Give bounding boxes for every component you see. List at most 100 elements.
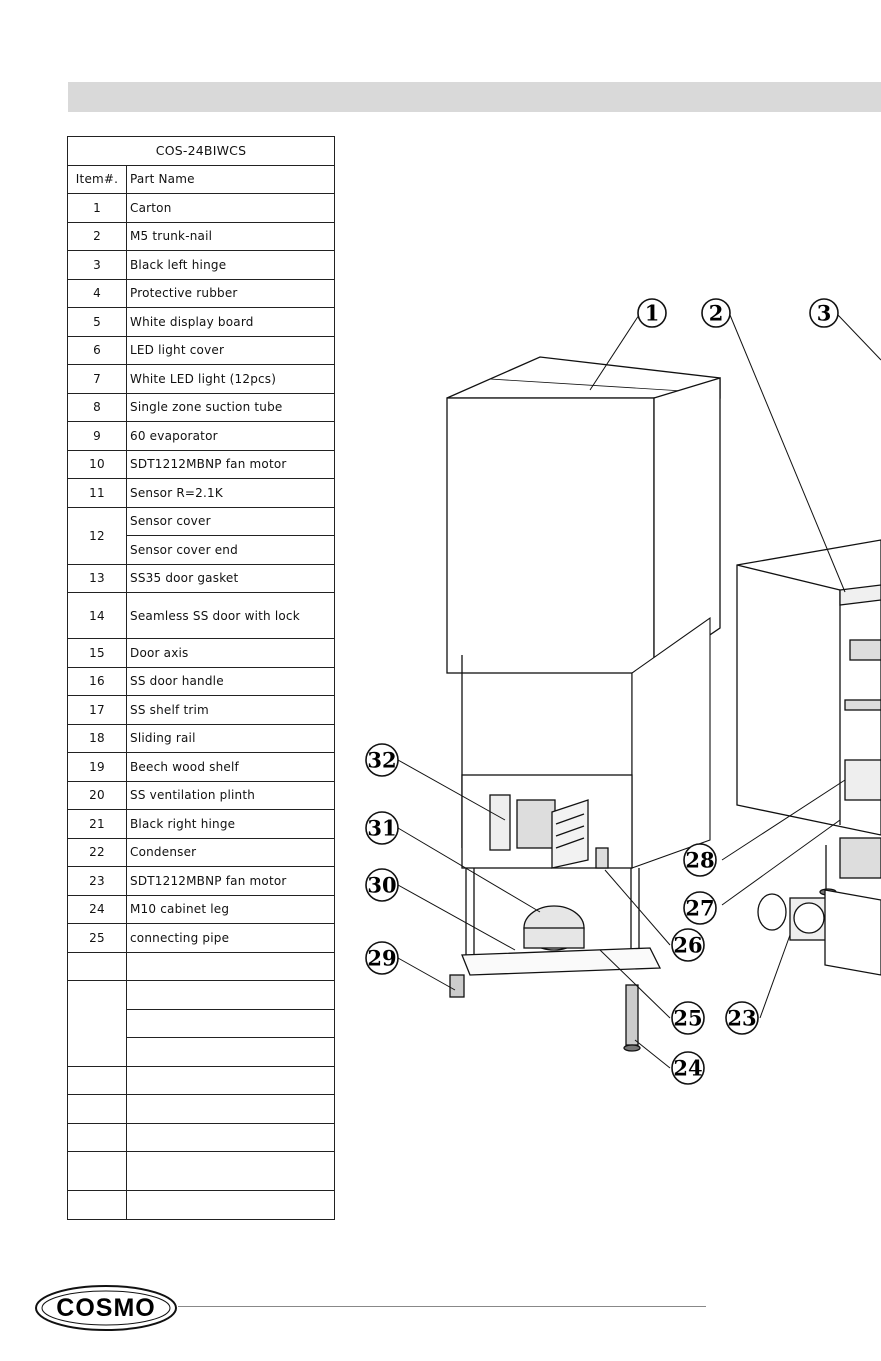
item-number: 22 (67, 837, 127, 867)
part-name: Door axis (126, 638, 335, 668)
cosmo-logo: COSMO (35, 1285, 177, 1331)
part-name: Condenser (126, 837, 335, 867)
item-number: 6 (67, 335, 127, 365)
callout-24: 24 (671, 1051, 705, 1085)
callout-1: 1 (637, 298, 667, 328)
table-row-empty (67, 1190, 335, 1220)
part-name: White display board (126, 307, 335, 337)
table-row-empty (67, 1065, 335, 1095)
callout-label: 1 (645, 301, 660, 326)
table-row-empty (67, 1151, 335, 1191)
table-row: Sensor cover end (68, 535, 335, 565)
item-number: 21 (67, 809, 127, 839)
callout-28: 28 (683, 843, 717, 877)
callout-label: 23 (727, 1006, 756, 1031)
part-name: SS35 door gasket (126, 563, 335, 593)
callout-label: 26 (673, 933, 702, 958)
item-number: 11 (67, 478, 127, 508)
part-name: SS shelf trim (126, 695, 335, 725)
callout-29: 29 (365, 941, 399, 975)
part-name: Single zone suction tube (126, 392, 335, 422)
callout-3: 3 (809, 298, 839, 328)
callout-25: 25 (671, 1001, 705, 1035)
table-row-empty (67, 1094, 335, 1124)
callout-label: 29 (367, 946, 396, 971)
part-name: connecting pipe (126, 923, 335, 953)
callout-label: 30 (367, 873, 396, 898)
item-number: 25 (67, 923, 127, 953)
item-number: 17 (67, 695, 127, 725)
item-number: 19 (67, 752, 127, 782)
item-number: 16 (67, 666, 127, 696)
item-number: 3 (67, 250, 127, 280)
section-header-bar (68, 82, 881, 112)
part-name: Sensor cover end (126, 535, 335, 565)
callout-27: 27 (683, 891, 717, 925)
callout-23: 23 (725, 1001, 759, 1035)
item-number: 9 (67, 421, 127, 451)
item-number: 12 (67, 506, 127, 565)
item-number: 13 (67, 563, 127, 593)
item-number: 15 (67, 638, 127, 668)
item-number: 14 (67, 592, 127, 639)
callout-label: 32 (367, 748, 396, 773)
col-header-item: Item#. (67, 164, 127, 194)
model-title: COS-24BIWCS (67, 136, 335, 166)
table-row-empty (68, 1008, 335, 1038)
item-number: 4 (67, 278, 127, 308)
part-name: Carton (126, 193, 335, 223)
item-number: 8 (67, 392, 127, 422)
part-name: SS door handle (126, 666, 335, 696)
part-name: White LED light (12pcs) (126, 364, 335, 394)
part-name: Beech wood shelf (126, 752, 335, 782)
part-name: SDT1212MBNP fan motor (126, 866, 335, 896)
part-name: Black right hinge (126, 809, 335, 839)
item-number: 23 (67, 866, 127, 896)
callout-label: 2 (709, 301, 724, 326)
part-name: LED light cover (126, 335, 335, 365)
callout-label: 25 (673, 1006, 702, 1031)
callout-31: 31 (365, 811, 399, 845)
callout-30: 30 (365, 868, 399, 902)
table-row-empty (67, 980, 335, 1067)
item-number: 7 (67, 364, 127, 394)
item-number: 24 (67, 894, 127, 924)
item-number: 18 (67, 723, 127, 753)
part-name: M10 cabinet leg (126, 894, 335, 924)
logo-text: COSMO (56, 1294, 155, 1322)
callout-32: 32 (365, 743, 399, 777)
callout-label: 28 (685, 848, 714, 873)
part-name: Sensor R=2.1K (126, 478, 335, 508)
item-number: 10 (67, 449, 127, 479)
callout-label: 3 (817, 301, 832, 326)
item-number: 1 (67, 193, 127, 223)
part-name: Sensor cover (126, 506, 335, 536)
table-header-row: Item#. Part Name (67, 164, 335, 194)
part-name: Sliding rail (126, 723, 335, 753)
exploded-view-diagram: 1 2 3 32 31 30 29 28 27 26 25 24 23 (365, 298, 881, 1085)
callout-label: 31 (367, 816, 396, 841)
part-name: 60 evaporator (126, 421, 335, 451)
part-name: Seamless SS door with lock (126, 592, 335, 639)
